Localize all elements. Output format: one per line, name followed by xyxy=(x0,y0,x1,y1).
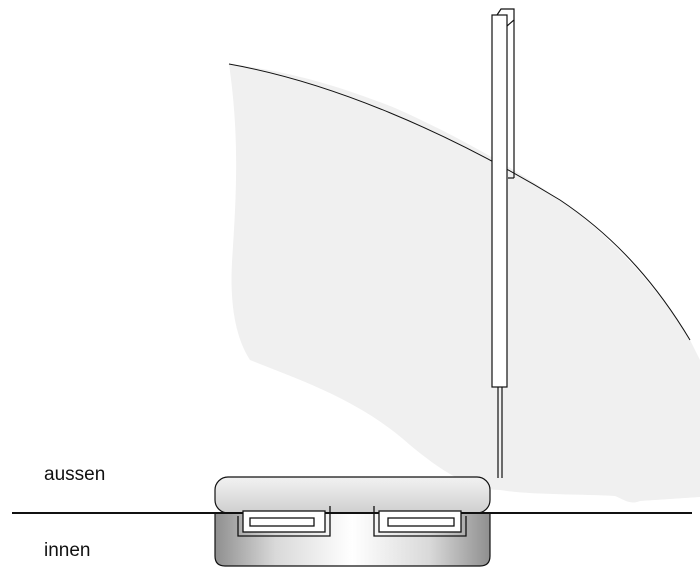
label-inside: innen xyxy=(44,540,91,561)
shape-top-edge xyxy=(228,63,691,341)
label-outside: aussen xyxy=(44,464,106,485)
right-bracket xyxy=(373,506,467,537)
background-shape xyxy=(229,64,700,503)
left-bracket xyxy=(237,506,331,537)
housing-cap xyxy=(214,476,491,514)
rod xyxy=(491,8,515,478)
